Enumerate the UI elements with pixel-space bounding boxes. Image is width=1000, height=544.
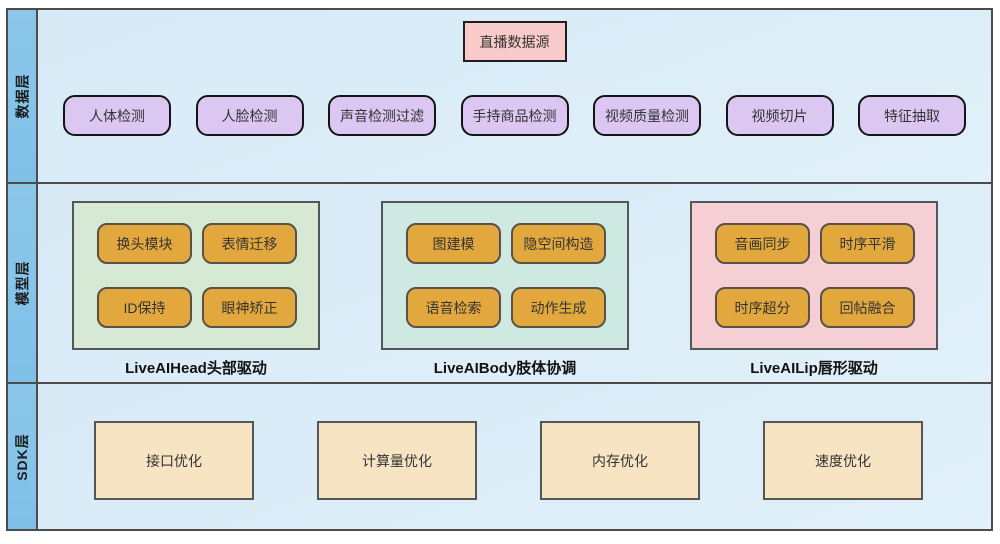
node-expression-transfer: 表情迁移 bbox=[202, 223, 297, 264]
node-motion-generation: 动作生成 bbox=[511, 287, 606, 328]
node-av-sync: 音画同步 bbox=[715, 223, 810, 264]
node-video-clipping: 视频切片 bbox=[725, 95, 834, 136]
data-layer-strip: 数据层 bbox=[8, 10, 38, 182]
sdk-layer-content: 接口优化 计算量优化 内存优化 速度优化 bbox=[38, 384, 991, 529]
label-liveailip: LiveAILip唇形驱动 bbox=[750, 360, 878, 377]
node-feature-extraction: 特征抽取 bbox=[858, 95, 966, 136]
group-liveailip: 音画同步 时序平滑 时序超分 回帖融合 LiveAILip唇形驱动 bbox=[690, 201, 938, 378]
label-liveaihead: LiveAIHead头部驱动 bbox=[125, 360, 267, 377]
node-head-swap-module: 换头模块 bbox=[97, 223, 192, 264]
band-data-layer: 数据层 直播数据源 人体检测 人脸检测 声音检测过滤 手持商品检测 视频质量检测… bbox=[6, 8, 993, 184]
model-layer-strip: 模型层 bbox=[8, 184, 38, 382]
node-id-preservation: ID保持 bbox=[97, 287, 192, 328]
node-temporal-superres: 时序超分 bbox=[715, 287, 810, 328]
node-temporal-smoothing: 时序平滑 bbox=[820, 223, 915, 264]
data-layer-label: 数据层 bbox=[14, 73, 30, 119]
node-memory-optimization: 内存优化 bbox=[540, 421, 700, 500]
node-computation-optimization: 计算量优化 bbox=[317, 421, 477, 500]
model-layer-label: 模型层 bbox=[14, 260, 30, 306]
container-liveaihead: 换头模块 表情迁移 ID保持 眼神矫正 bbox=[72, 201, 320, 350]
container-liveaibody: 图建模 隐空间构造 语音检索 动作生成 bbox=[381, 201, 629, 350]
node-live-data-source: 直播数据源 bbox=[462, 21, 567, 62]
node-sound-detection-filter: 声音检测过滤 bbox=[328, 95, 436, 136]
model-layer-content: 换头模块 表情迁移 ID保持 眼神矫正 LiveAIHead头部驱动 图建模 隐… bbox=[38, 184, 991, 382]
group-liveaihead: 换头模块 表情迁移 ID保持 眼神矫正 LiveAIHead头部驱动 bbox=[72, 201, 320, 378]
label-liveaibody: LiveAIBody肢体协调 bbox=[433, 360, 577, 377]
band-sdk-layer: SDK层 接口优化 计算量优化 内存优化 速度优化 bbox=[6, 382, 993, 531]
node-video-quality-detection: 视频质量检测 bbox=[593, 95, 701, 136]
node-latent-space-construction: 隐空间构造 bbox=[511, 223, 606, 264]
node-handheld-item-detection: 手持商品检测 bbox=[460, 95, 569, 136]
architecture-diagram: 数据层 直播数据源 人体检测 人脸检测 声音检测过滤 手持商品检测 视频质量检测… bbox=[6, 8, 993, 531]
detection-node-row: 人体检测 人脸检测 声音检测过滤 手持商品检测 视频质量检测 视频切片 特征抽取 bbox=[38, 95, 991, 136]
node-paste-back-fusion: 回帖融合 bbox=[820, 287, 915, 328]
group-liveaibody: 图建模 隐空间构造 语音检索 动作生成 LiveAIBody肢体协调 bbox=[381, 201, 629, 378]
sdk-layer-strip: SDK层 bbox=[8, 384, 38, 529]
model-group-row: 换头模块 表情迁移 ID保持 眼神矫正 LiveAIHead头部驱动 图建模 隐… bbox=[38, 184, 991, 378]
node-face-detection: 人脸检测 bbox=[195, 95, 304, 136]
sdk-layer-label: SDK层 bbox=[14, 432, 30, 481]
data-layer-content: 直播数据源 人体检测 人脸检测 声音检测过滤 手持商品检测 视频质量检测 视频切… bbox=[38, 10, 991, 182]
node-speed-optimization: 速度优化 bbox=[763, 421, 923, 500]
node-interface-optimization: 接口优化 bbox=[94, 421, 254, 500]
node-gaze-correction: 眼神矫正 bbox=[202, 287, 297, 328]
node-body-detection: 人体检测 bbox=[63, 95, 171, 136]
node-speech-retrieval: 语音检索 bbox=[406, 287, 501, 328]
container-liveailip: 音画同步 时序平滑 时序超分 回帖融合 bbox=[690, 201, 938, 350]
sdk-node-row: 接口优化 计算量优化 内存优化 速度优化 bbox=[38, 384, 991, 500]
node-graph-modeling: 图建模 bbox=[406, 223, 501, 264]
band-model-layer: 模型层 换头模块 表情迁移 ID保持 眼神矫正 LiveAIHead头部驱动 图… bbox=[6, 182, 993, 384]
